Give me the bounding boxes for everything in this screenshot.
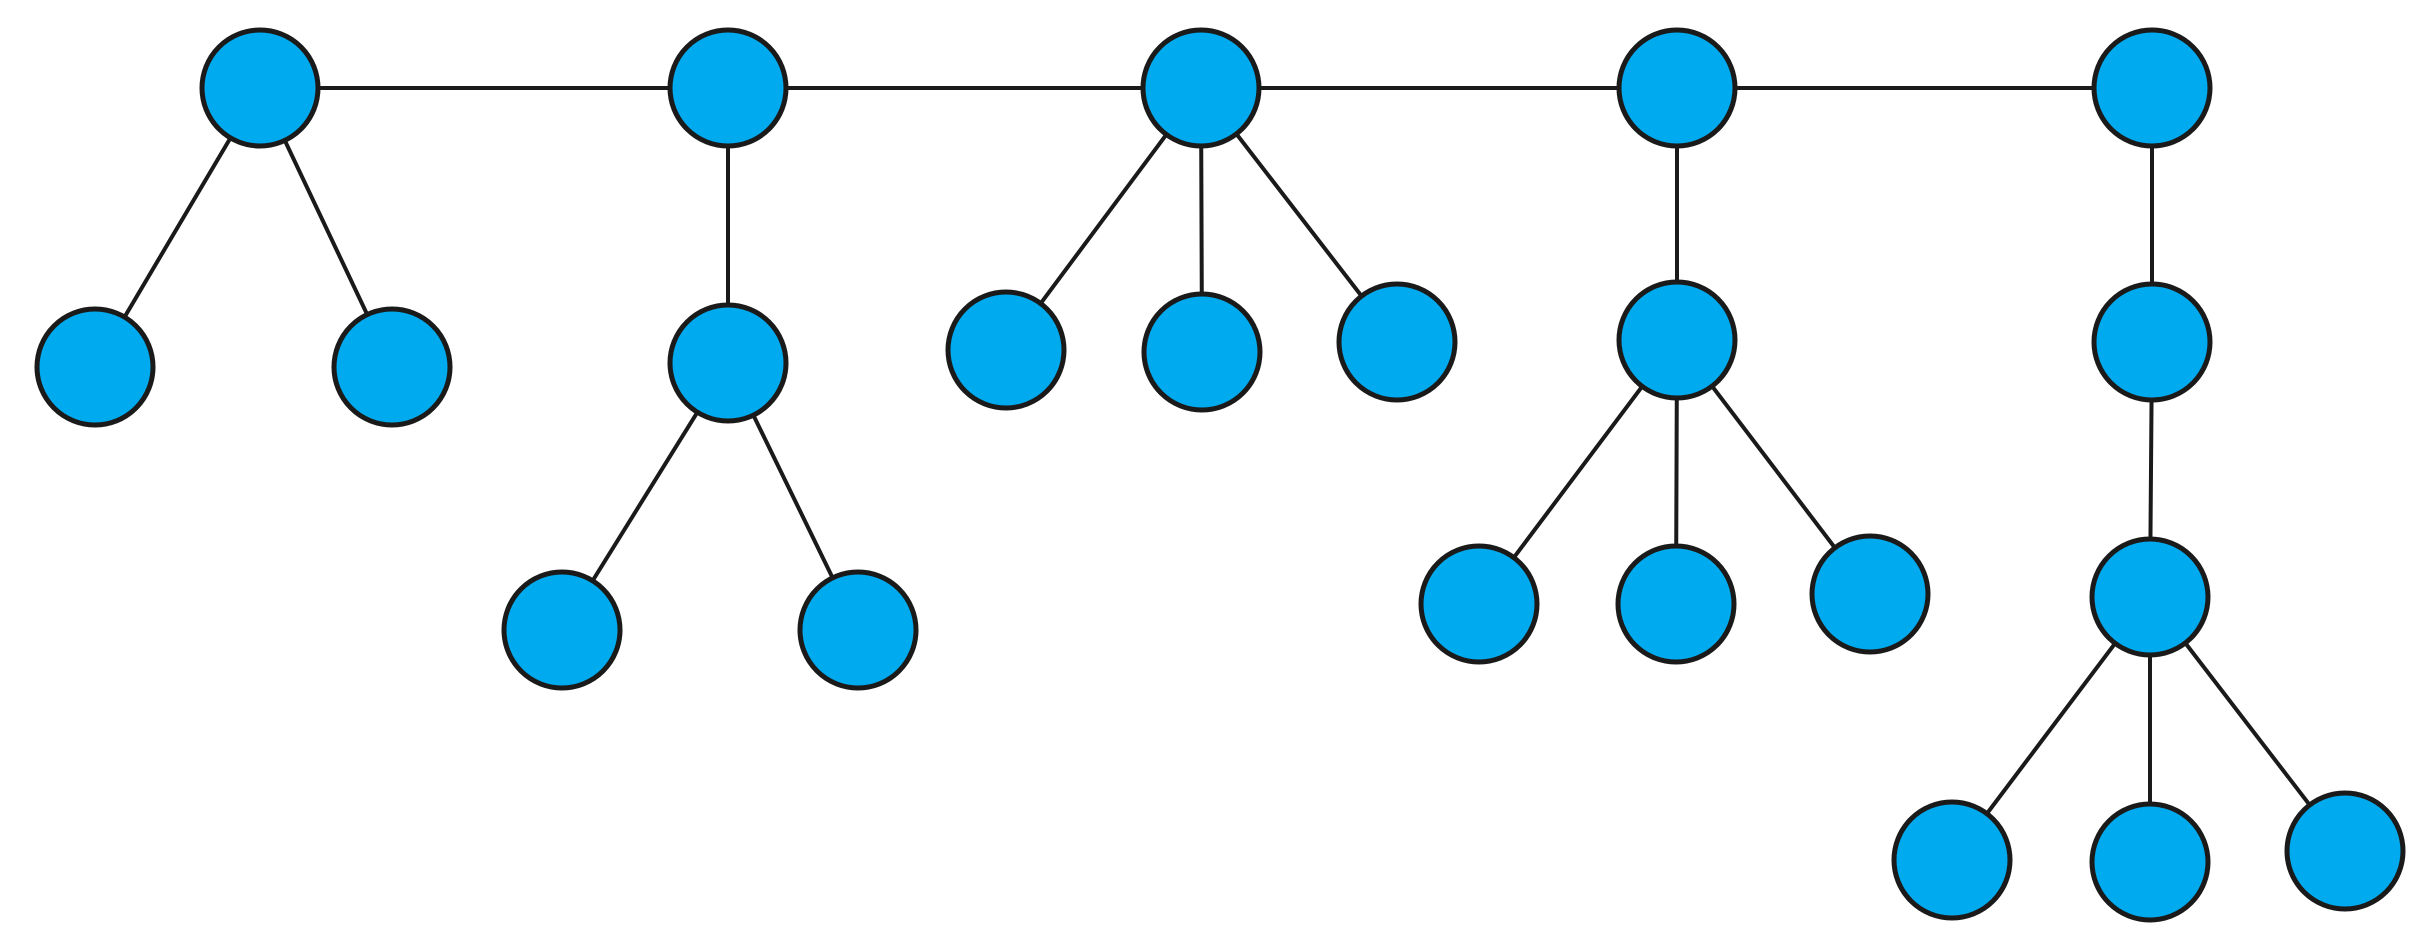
- tree-node-r1: [199, 27, 321, 149]
- tree-node-a2: [331, 306, 453, 428]
- tree-node-r2: [667, 27, 789, 149]
- tree-node-d3: [1615, 543, 1737, 665]
- tree-node-e4: [2089, 801, 2211, 923]
- tree-node-e5: [2284, 790, 2406, 912]
- tree-node-d1: [1616, 279, 1738, 401]
- tree-node-c1: [945, 289, 1067, 411]
- tree-node-b1: [667, 302, 789, 424]
- tree-node-e2: [2089, 536, 2211, 658]
- tree-node-r3: [1140, 27, 1262, 149]
- tree-node-r5: [2091, 27, 2213, 149]
- tree-node-a1: [34, 306, 156, 428]
- tree-node-r4: [1616, 27, 1738, 149]
- tree-node-d4: [1809, 533, 1931, 655]
- edges-layer: [93, 86, 2347, 864]
- tree-node-b2: [501, 569, 623, 691]
- nodes-layer: [34, 27, 2406, 923]
- tree-node-e1: [2091, 281, 2213, 403]
- tree-node-d2: [1418, 543, 1540, 665]
- tree-node-c3: [1336, 281, 1458, 403]
- tree-node-e3: [1891, 799, 2013, 921]
- tree-node-c2: [1141, 291, 1263, 413]
- tree-node-b3: [797, 569, 919, 691]
